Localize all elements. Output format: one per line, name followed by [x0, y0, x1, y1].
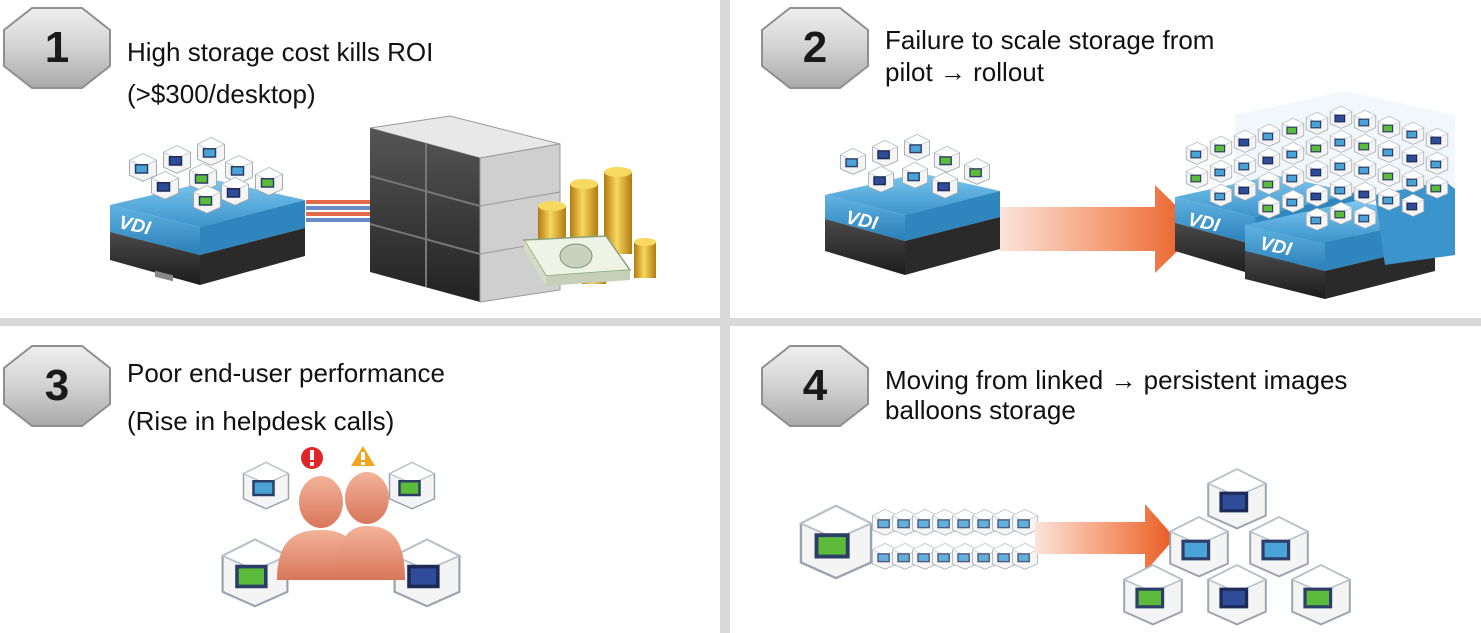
desktop-icon [388, 461, 436, 510]
linked-clones-icon [871, 508, 1039, 570]
step-number: 1 [44, 23, 70, 72]
vdi-server-icon: VDI [110, 137, 305, 285]
panel-subtitle: (Rise in helpdesk calls) [127, 406, 395, 436]
users-icon [277, 472, 405, 580]
step-badge: 1 [2, 6, 112, 90]
desktop-icon [242, 461, 290, 510]
step-badge: 3 [2, 344, 112, 428]
vertical-divider [720, 0, 730, 633]
cost-illustration: VDI [110, 115, 656, 303]
panel-subtitle: balloons storage [885, 395, 1076, 425]
panel-title: Failure to scale storage from [885, 25, 1215, 55]
error-icon [301, 447, 323, 469]
panel-subtitle: (>$300/desktop) [127, 79, 316, 109]
step-badge: 2 [760, 6, 870, 90]
horizontal-divider [0, 318, 1481, 326]
persistent-images-illustration [799, 468, 1351, 626]
vdi-cluster-icon: VDI VDI [1175, 91, 1455, 299]
scale-illustration: VDI VDI VDI [825, 91, 1455, 299]
vdi-server-icon: VDI [825, 133, 1000, 275]
scale-arrow-icon [1000, 185, 1200, 273]
connector-icon [306, 200, 372, 222]
money-stack-icon [522, 235, 632, 286]
panel-title: Poor end-user performance [127, 358, 445, 388]
storage-array-icon [369, 115, 561, 303]
warning-icon [351, 446, 375, 466]
step-number: 3 [44, 361, 70, 410]
step-number: 4 [802, 361, 828, 410]
panel-subtitle: pilot → rollout [885, 57, 1044, 87]
panel-title: High storage cost kills ROI [127, 37, 434, 67]
step-badge: 4 [760, 344, 870, 428]
panel-title: Moving from linked → persistent images [885, 365, 1348, 395]
conversion-arrow-icon [1035, 504, 1175, 572]
desktop-icon [799, 504, 873, 580]
helpdesk-illustration [221, 446, 461, 608]
step-number: 2 [802, 23, 828, 72]
